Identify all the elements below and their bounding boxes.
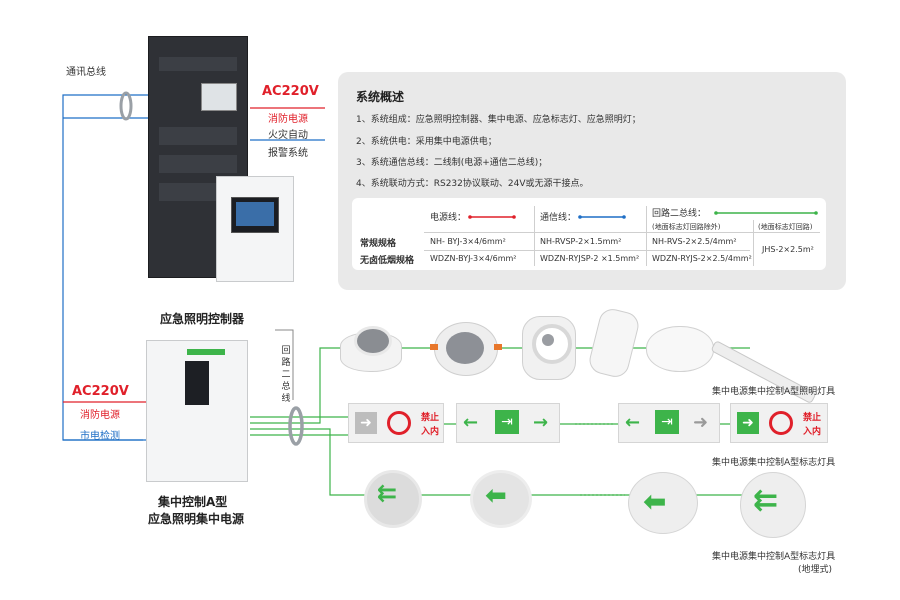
arrow-left-icon: ←	[463, 412, 479, 433]
overview-item-4: 4、系统联动方式：RS232协议联动、24V或无源干接点。	[356, 179, 589, 189]
floor-row-caption-2: (地埋式)	[798, 565, 833, 575]
exit-direction-sign-1: ← ⇥ →	[456, 403, 560, 443]
exit-running-man-icon: ⇥	[495, 410, 519, 434]
loop-bus-label: 回 路 二 总 线	[281, 346, 291, 404]
cabinet-screen	[201, 83, 237, 111]
spec-sub-b: (地面标志灯回路)	[758, 223, 813, 231]
loop-line-2	[250, 428, 360, 496]
controller-screen	[231, 197, 279, 233]
cabinet-panel-2	[159, 127, 237, 145]
floor-sign-2: ⬅	[470, 470, 532, 528]
loop-bus-bracket	[275, 329, 294, 400]
supply-logo	[187, 349, 225, 355]
spec-floor-loop: JHS-2×2.5m²	[762, 245, 814, 254]
exit-no-entry-sign-2: ➜ 禁止 入内	[730, 403, 828, 443]
exit-no-entry-sign-1: ➜ 禁止 入内	[348, 403, 444, 443]
no-entry-text-2: 入内	[803, 427, 822, 437]
arrow-left-icon: ⇇	[377, 479, 398, 507]
ceiling-light	[646, 320, 714, 374]
overview-title: 系统概述	[356, 90, 405, 104]
spec-vline-1	[534, 206, 535, 266]
exit-direction-sign-2: ← ⇥ ➜	[618, 403, 720, 443]
overview-item-2: 2、系统供电：采用集中电源供电；	[356, 137, 497, 147]
controller-panel	[216, 176, 294, 282]
no-entry-icon	[387, 411, 411, 435]
no-entry-icon	[769, 411, 793, 435]
power-line-legend	[468, 215, 516, 219]
exit-running-man-icon: ➜	[355, 412, 377, 434]
spec-row1-loop: NH-RVS-2×2.5/4mm²	[652, 237, 737, 246]
supply-display	[185, 361, 209, 405]
left-fire-power: 消防电源	[80, 410, 120, 421]
floor-sign-3: ⬅	[628, 472, 698, 534]
top-fire-alarm-1: 火灾自动	[268, 130, 308, 141]
supply-caption-1: 集中控制A型	[158, 495, 228, 509]
lighting-row-caption: 集中电源集中控制A型照明灯具	[712, 387, 836, 397]
arrow-right-icon: →	[533, 412, 549, 433]
bus-ring-top	[119, 91, 133, 121]
spec-vline-2	[646, 206, 647, 266]
controller-caption: 应急照明控制器	[160, 312, 245, 326]
spotlight-fixture	[518, 306, 578, 382]
comm-line-legend	[578, 215, 626, 219]
exit-running-man-icon: ⇥	[655, 410, 679, 434]
spec-col-loop: 回路二总线：	[652, 209, 707, 219]
loop-line-legend	[714, 211, 818, 215]
cabinet-panel-3	[159, 155, 237, 173]
top-fire-power: 消防电源	[268, 114, 308, 125]
spec-vline-3	[753, 220, 754, 266]
spec-row2-loop: WDZN-RYJS-2×2.5/4mm²	[652, 254, 752, 263]
top-fire-alarm-2: 报警系统	[268, 148, 308, 159]
spec-row2-power: WDZN-BYJ-3×4/6mm²	[430, 254, 517, 263]
floor-sign-4: ⇇	[740, 472, 806, 538]
overview-item-1: 1、系统组成：应急照明控制器、集中电源、应急标志灯、应急照明灯；	[356, 115, 641, 125]
spec-row2-comm: WDZN-RYJSP-2 ×1.5mm²	[540, 254, 640, 263]
sign-row-caption: 集中电源集中控制A型标志灯具	[712, 458, 836, 468]
spec-row1-power: NH- BYJ-3×4/6mm²	[430, 237, 506, 246]
floor-row-caption-1: 集中电源集中控制A型标志灯具	[712, 552, 836, 562]
loop-line-1	[250, 347, 335, 424]
arrow-left-icon: ⬅	[643, 485, 667, 518]
spec-row1-comm: NH-RVSP-2×1.5mm²	[540, 237, 622, 246]
arrow-left-icon: ←	[625, 412, 641, 433]
no-entry-text-1: 禁止	[421, 413, 440, 423]
bulkhead-light	[586, 306, 642, 380]
comm-bus-label: 通讯总线	[66, 67, 106, 78]
supply-caption-2: 应急照明集中电源	[148, 512, 245, 526]
arrow-left-icon: ⬅	[485, 481, 507, 511]
spec-col-comm: 通信线：	[540, 213, 577, 223]
arrow-left-icon: ⇇	[753, 483, 779, 518]
overview-item-3: 3、系统通信总线：二线制(电源+通信二总线)；	[356, 158, 548, 168]
no-entry-text-1: 禁止	[803, 413, 822, 423]
downlight-fixture	[340, 318, 402, 378]
cabinet-panel-1	[159, 57, 237, 71]
spec-hline	[424, 232, 820, 233]
left-mains-detect: 市电检测	[80, 431, 120, 442]
spec-row2-label: 无卤低烟规格	[360, 256, 415, 266]
central-power-supply	[146, 340, 248, 482]
spec-row1-label: 常规规格	[360, 239, 397, 249]
spec-col-power: 电源线：	[430, 213, 467, 223]
spec-hline-2	[424, 250, 750, 251]
floor-sign-1: ⇇	[364, 470, 422, 528]
recessed-downlight	[430, 322, 502, 378]
left-voltage: AC220V	[72, 384, 129, 399]
bus-ring-loop	[288, 406, 304, 446]
spec-sub-a: (地面标志灯回路除外)	[652, 223, 721, 231]
cable-spec-table	[352, 198, 826, 270]
arrow-right-grey-icon: ➜	[693, 412, 709, 433]
exit-running-man-icon: ➜	[737, 412, 759, 434]
no-entry-text-2: 入内	[421, 427, 440, 437]
top-voltage: AC220V	[262, 84, 319, 99]
